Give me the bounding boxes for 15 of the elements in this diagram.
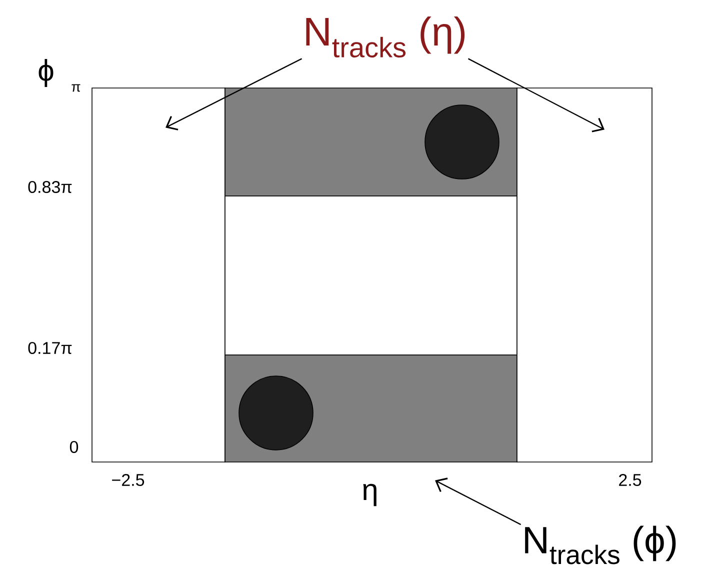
strip-region (516, 88, 652, 462)
leader-arrow (435, 478, 522, 526)
tick-label: 0.17π (28, 342, 72, 354)
gap-region (224, 196, 518, 356)
leader-arrow (468, 58, 604, 132)
annotation-text: N$_{tracks}$ (η) (306, 16, 465, 58)
leader-arrow (166, 58, 302, 130)
particle-circle (424, 104, 500, 180)
axis-label: ϕ (38, 59, 54, 87)
particle-circle (238, 376, 314, 450)
tick-label: π (72, 84, 80, 92)
axis-label: η (363, 484, 376, 506)
strip-region (92, 88, 226, 462)
annotation-text: N$_{tracks}$ (ϕ) (525, 526, 676, 564)
tick-label: 0.83π (28, 180, 72, 194)
